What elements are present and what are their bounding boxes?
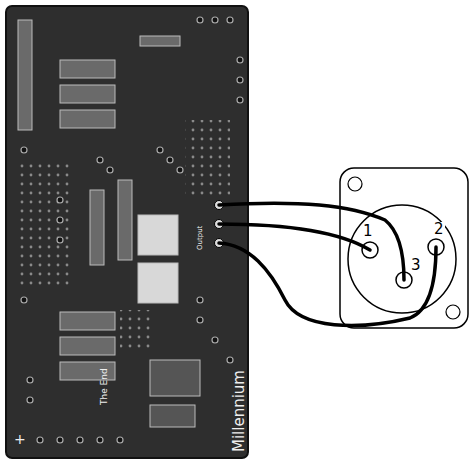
board-text: The End — [100, 368, 109, 405]
output-label: Output — [197, 226, 204, 250]
pin-number: 1 — [362, 224, 374, 239]
pcb-components — [18, 20, 230, 427]
board-name: Millennium — [232, 370, 247, 452]
pcb-board — [6, 6, 248, 458]
pcb-pads — [21, 17, 243, 443]
pin-number: 3 — [410, 258, 422, 273]
wires — [219, 203, 436, 325]
mounting-hole — [348, 177, 362, 191]
mounting-hole — [446, 305, 460, 319]
pin-number: 2 — [433, 222, 445, 237]
xlr-housing — [340, 168, 468, 328]
polarity-mark: + — [14, 432, 26, 446]
